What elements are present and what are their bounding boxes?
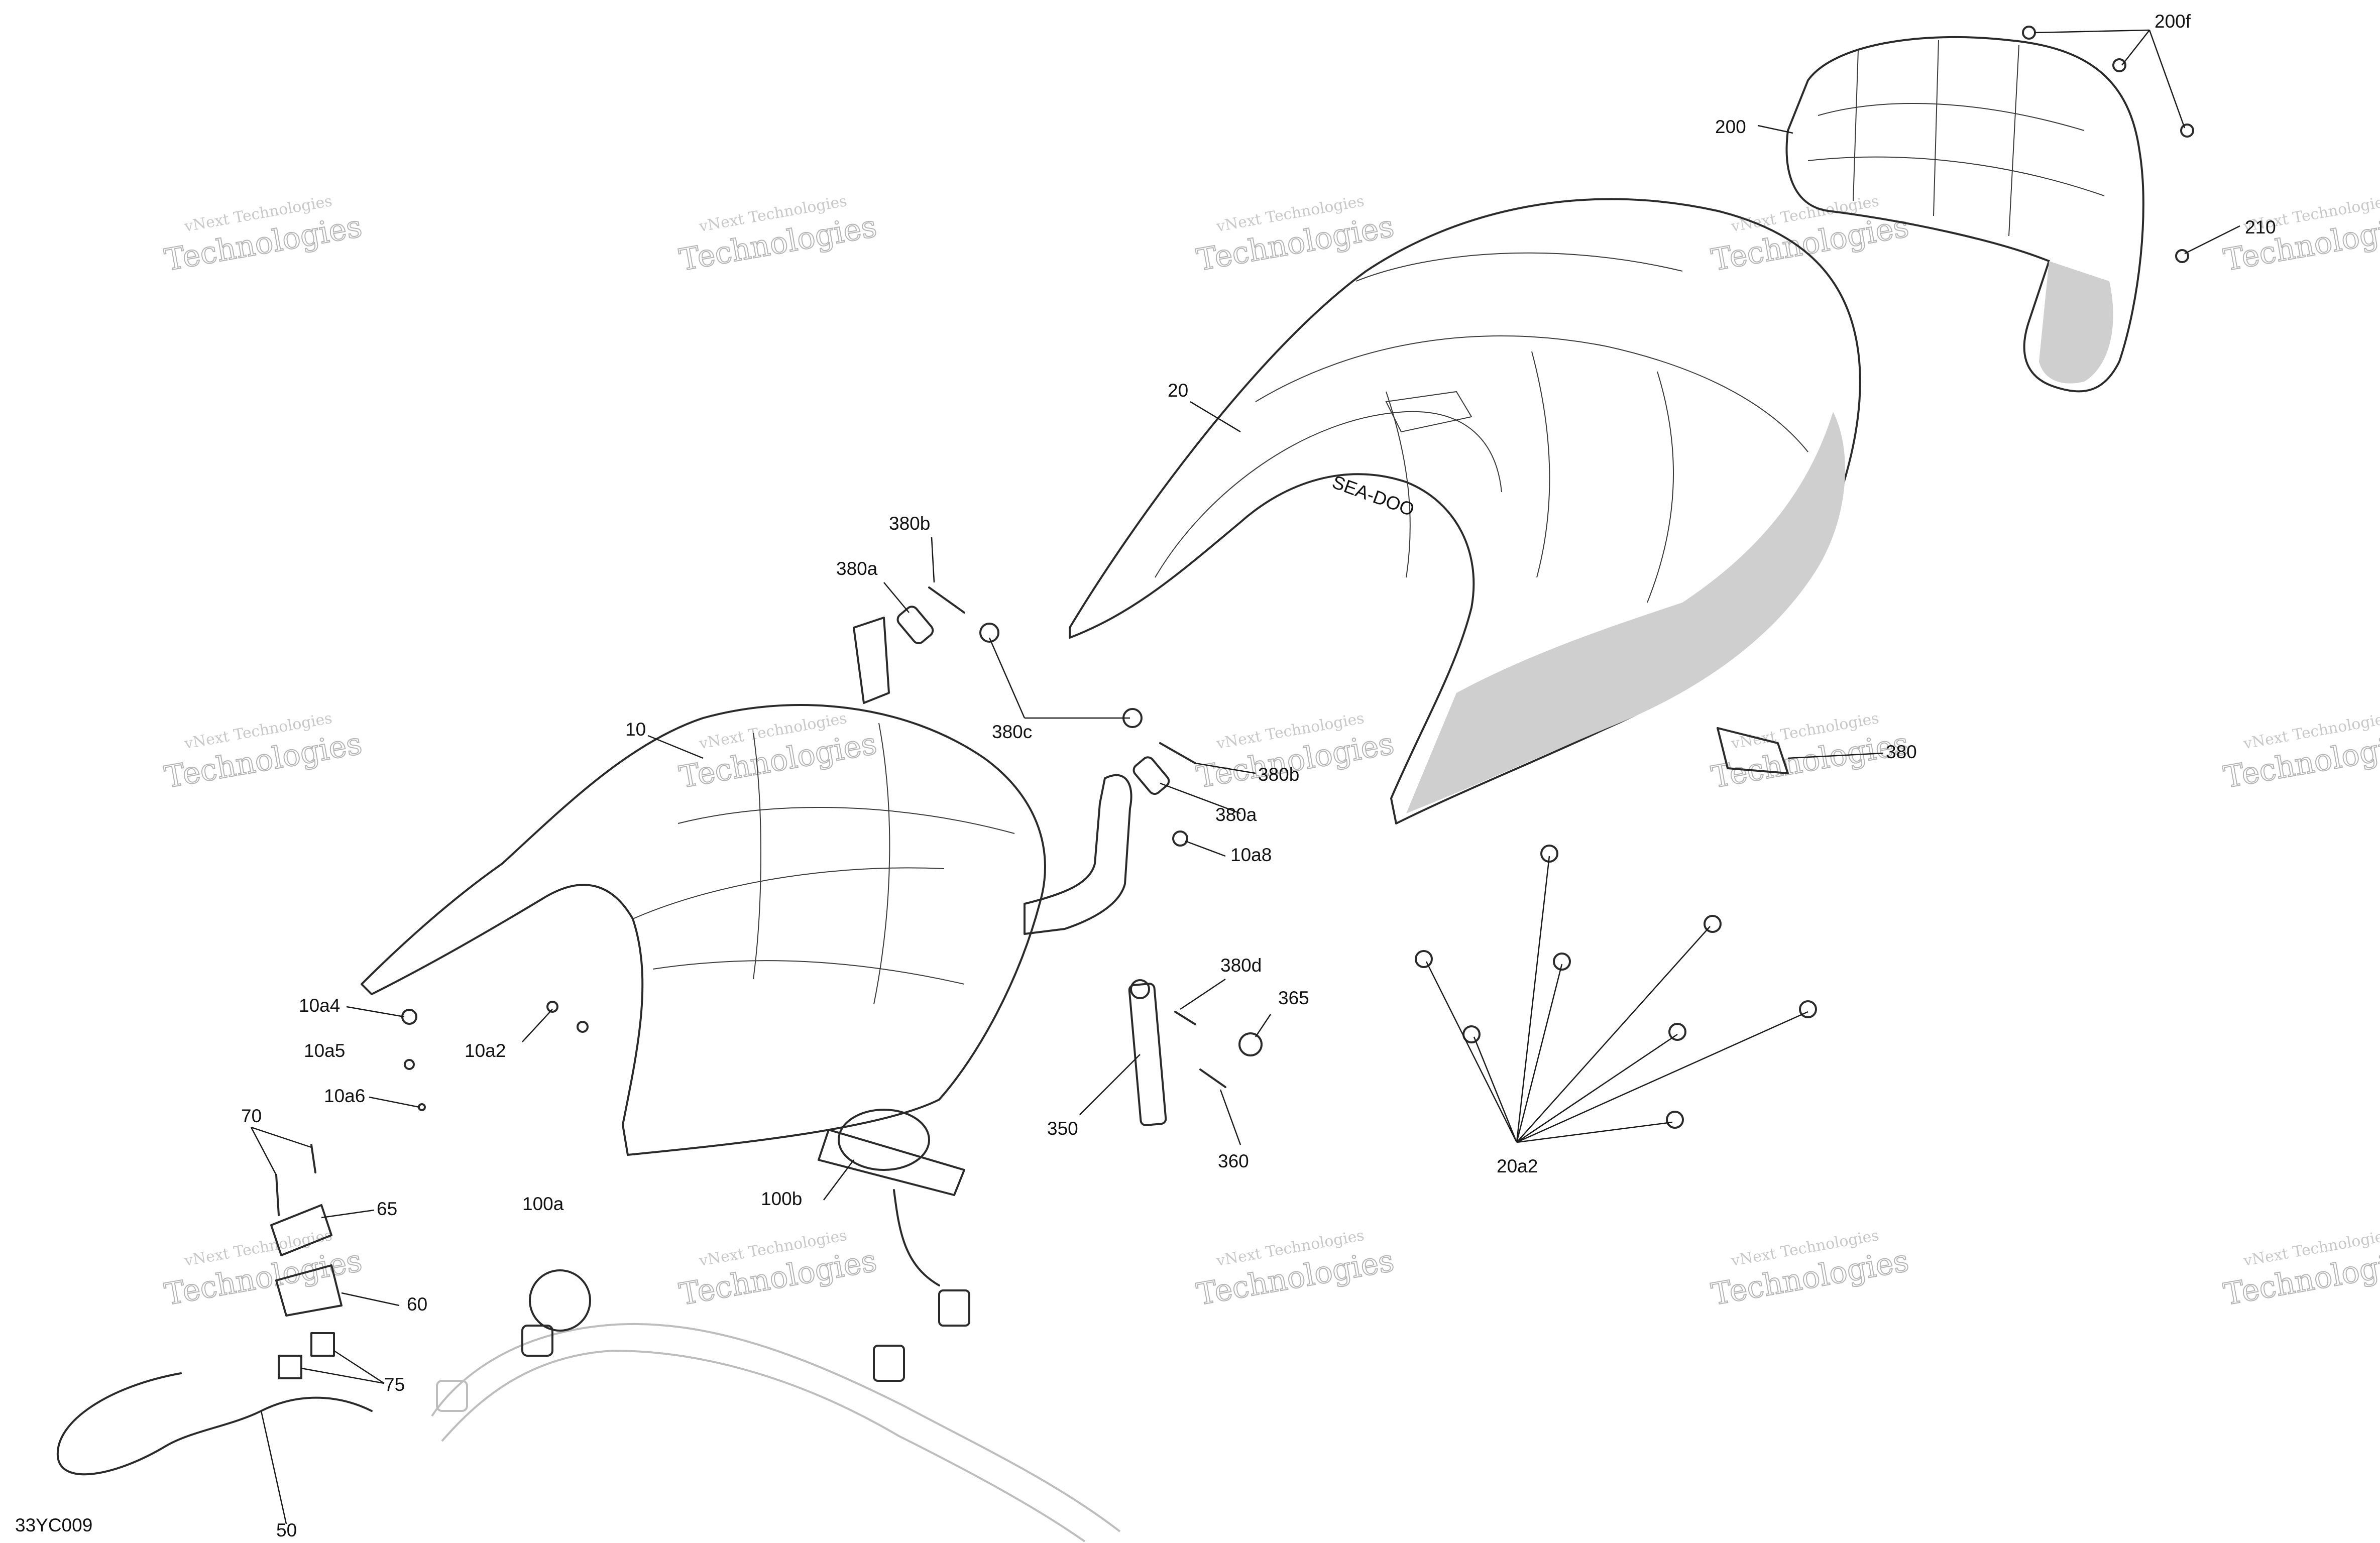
- callout-20: 20: [1168, 380, 1188, 401]
- backrest-part: [1785, 36, 2144, 393]
- rear-seat-part: SEA-DOO: [1069, 198, 1861, 824]
- watermark-r2c1: Technologies vNext Technologies: [162, 709, 365, 796]
- watermark-r3c5: Technologies vNext Technologies: [2221, 1227, 2380, 1313]
- callout-380: 380: [1886, 742, 1917, 762]
- callout-10a5: 10a5: [304, 1040, 345, 1061]
- watermark-r3c3: Technologies vNext Technologies: [1194, 1227, 1397, 1313]
- callout-20a2: 20a2: [1497, 1156, 1538, 1176]
- watermark-r1c3: Technologies vNext Technologies: [1194, 192, 1397, 279]
- callout-380d: 380d: [1220, 955, 1262, 976]
- callout-10a8: 10a8: [1230, 845, 1272, 865]
- callout-10a4: 10a4: [299, 995, 340, 1016]
- harness-ghost: [431, 1323, 1121, 1542]
- callout-70: 70: [241, 1106, 262, 1126]
- callout-200f: 200f: [2155, 11, 2191, 32]
- watermark-r2c5: Technologies vNext Technologies: [2221, 709, 2380, 796]
- watermark-r1c5: Technologies vNext Technologies: [2221, 192, 2380, 279]
- callout-350: 350: [1047, 1118, 1078, 1139]
- leader-lines: [250, 29, 2240, 1524]
- rivet-group: [1415, 845, 1817, 1129]
- callout-75: 75: [384, 1374, 405, 1395]
- watermark-r3c1: Technologies vNext Technologies: [162, 1227, 365, 1313]
- callout-100a: 100a: [522, 1194, 564, 1214]
- callout-65: 65: [377, 1199, 397, 1219]
- watermark-r3c2: Technologies vNext Technologies: [676, 1227, 880, 1313]
- callout-380b-mid: 380b: [1258, 764, 1299, 785]
- callout-360: 360: [1218, 1151, 1249, 1171]
- callout-60: 60: [407, 1294, 427, 1315]
- callout-210: 210: [2245, 217, 2276, 238]
- callout-10a6: 10a6: [324, 1086, 365, 1106]
- callout-100b: 100b: [761, 1189, 802, 1209]
- callout-50: 50: [276, 1520, 297, 1540]
- callout-380b-top: 380b: [889, 513, 930, 534]
- seat-brand-mark: SEA-DOO: [1329, 471, 1417, 520]
- callout-labels: 200f 200 210 20 380b 380a 380c 10 380b 3…: [241, 11, 2276, 1540]
- callout-200: 200: [1715, 116, 1746, 137]
- diagram-reference-code: 33YC009: [15, 1515, 92, 1535]
- watermark-r1c2: Technologies vNext Technologies: [676, 192, 880, 279]
- watermark-r3c4: Technologies vNext Technologies: [1709, 1227, 1912, 1313]
- hardware-parts: [56, 26, 2194, 1476]
- callout-380c: 380c: [992, 722, 1032, 742]
- callout-380a-mid: 380a: [1215, 804, 1257, 825]
- watermark-r1c1: Technologies vNext Technologies: [162, 192, 365, 279]
- front-seat-part: [361, 617, 1132, 1156]
- callout-365: 365: [1278, 988, 1309, 1008]
- callout-10a2: 10a2: [465, 1040, 506, 1061]
- callout-380a-top: 380a: [836, 558, 878, 579]
- watermark-r2c4: Technologies vNext Technologies: [1709, 709, 1912, 796]
- callout-10: 10: [625, 719, 646, 740]
- watermark-r1c4: Technologies vNext Technologies: [1709, 192, 1912, 279]
